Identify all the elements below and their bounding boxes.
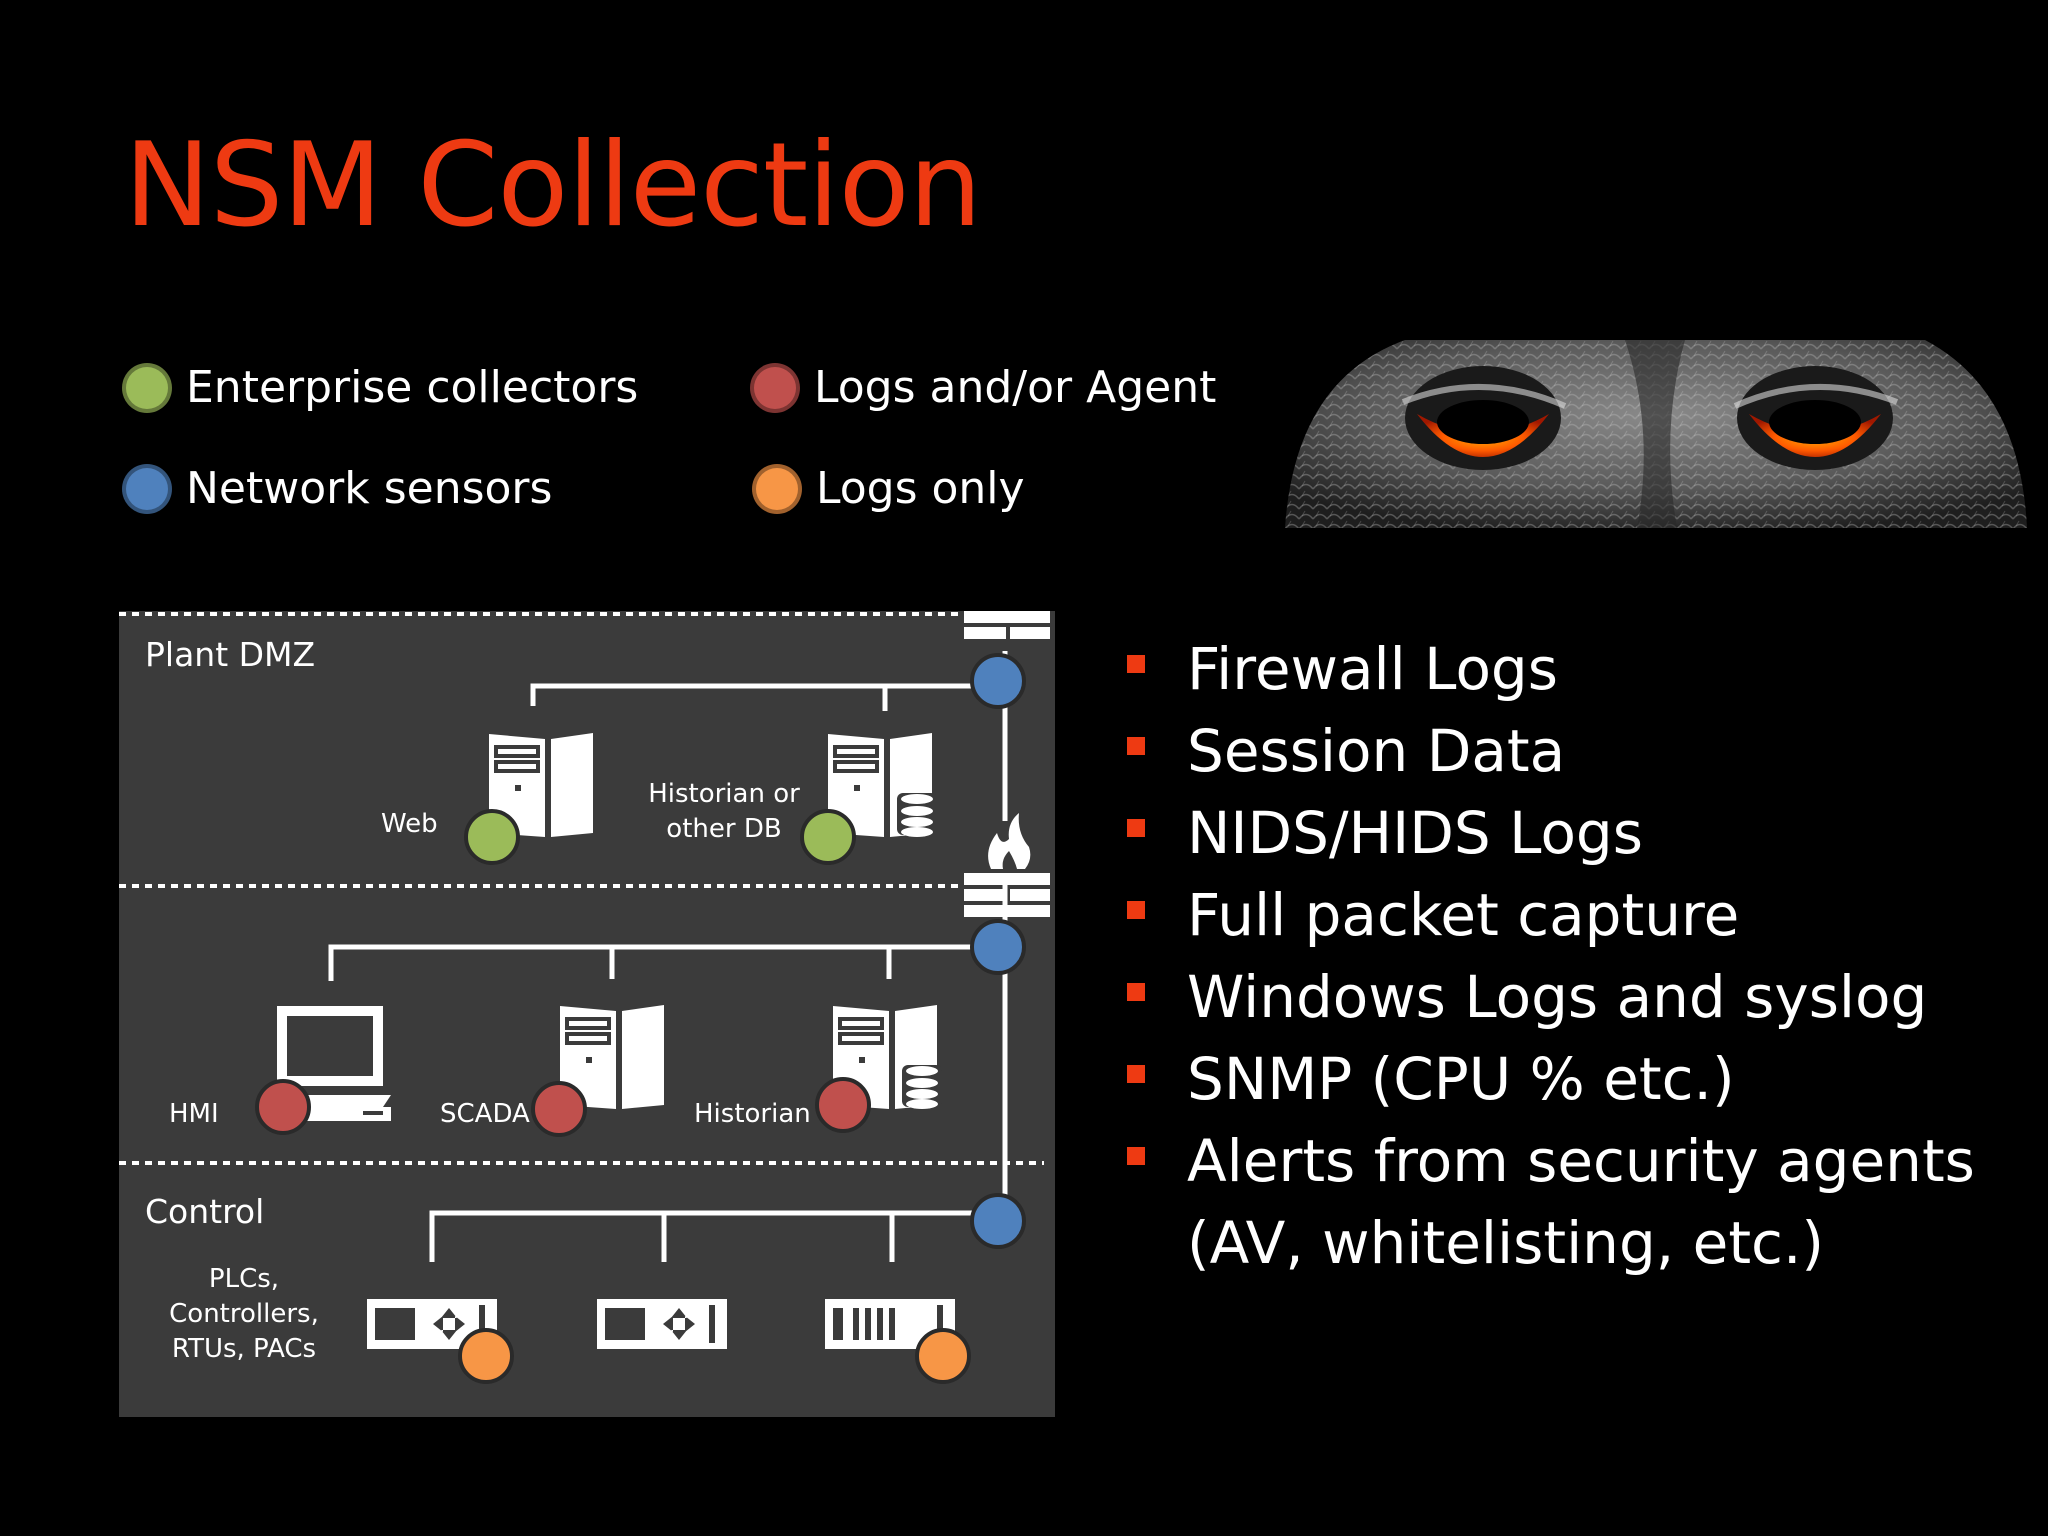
device-label-historian-db: other DB xyxy=(666,814,781,844)
list-item: Session Data xyxy=(1125,710,2025,792)
logs-agent-dot-icon xyxy=(815,1077,871,1133)
red-dot-icon xyxy=(750,362,800,413)
owl-eyes-image xyxy=(1285,340,2027,528)
network-diagram-svg: Plant DMZ Control Web Historian or other… xyxy=(119,611,1055,1417)
logs-only-dot-icon xyxy=(915,1328,971,1384)
device-label-web: Web xyxy=(381,809,438,839)
blue-dot-icon xyxy=(122,463,172,514)
network-sensor-dot-icon xyxy=(970,1193,1026,1249)
bullet-text-continuation: (AV, whitelisting, etc.) xyxy=(1187,1209,1825,1277)
control-bus-line xyxy=(429,1210,1003,1262)
list-item: Firewall Logs xyxy=(1125,628,2025,710)
database-icon xyxy=(897,793,937,837)
bullet-text: Session Data xyxy=(1187,717,1566,785)
device-label-plcs: PLCs, xyxy=(209,1264,279,1294)
green-dot-icon xyxy=(122,362,172,413)
dmz-bus-line xyxy=(530,683,1003,706)
network-diagram: Plant DMZ Control Web Historian or other… xyxy=(119,611,1055,1417)
network-sensor-dot-icon xyxy=(970,653,1026,709)
logs-agent-dot-icon xyxy=(531,1081,587,1137)
list-item: Full packet capture xyxy=(1125,874,2025,956)
bullet-text: Firewall Logs xyxy=(1187,635,1558,703)
legend-item-logs-only: Logs only xyxy=(752,463,1025,514)
slide-title: NSM Collection xyxy=(124,118,982,253)
list-item: Alerts from security agents (AV, whitelis… xyxy=(1125,1120,2025,1284)
legend-item-enterprise-collectors: Enterprise collectors xyxy=(122,362,638,413)
square-bullet-icon xyxy=(1127,1147,1145,1165)
legend-item-network-sensors: Network sensors xyxy=(122,463,552,514)
legend-label: Logs and/or Agent xyxy=(814,362,1217,413)
scada-server-icon xyxy=(560,1005,664,1109)
logs-only-dot-icon xyxy=(458,1328,514,1384)
zone-label-control: Control xyxy=(145,1192,264,1231)
bullet-text: Windows Logs and syslog xyxy=(1187,963,1928,1031)
enterprise-collector-dot-icon xyxy=(464,809,520,865)
logs-agent-dot-icon xyxy=(255,1079,311,1135)
firewall-top-icon xyxy=(964,611,1050,639)
controller-icon xyxy=(597,1299,727,1349)
web-server-icon xyxy=(489,733,593,837)
device-label-historian: Historian xyxy=(694,1099,811,1129)
square-bullet-icon xyxy=(1127,819,1145,837)
square-bullet-icon xyxy=(1127,901,1145,919)
bullet-text: Alerts from security agents xyxy=(1187,1127,1975,1195)
historian-db-server-icon xyxy=(828,733,937,837)
legend-item-logs-agent: Logs and/or Agent xyxy=(750,362,1216,413)
square-bullet-icon xyxy=(1127,1065,1145,1083)
square-bullet-icon xyxy=(1127,737,1145,755)
legend-label: Logs only xyxy=(816,463,1025,514)
square-bullet-icon xyxy=(1127,655,1145,673)
bullet-text: NIDS/HIDS Logs xyxy=(1187,799,1643,867)
nsm-data-types-list: Firewall Logs Session Data NIDS/HIDS Log… xyxy=(1125,628,2025,1284)
device-label-plcs: RTUs, PACs xyxy=(172,1334,316,1364)
device-label-hmi: HMI xyxy=(169,1099,219,1129)
legend-label: Network sensors xyxy=(186,463,553,514)
bullet-text: Full packet capture xyxy=(1187,881,1740,949)
database-icon xyxy=(902,1065,942,1109)
orange-dot-icon xyxy=(752,463,802,514)
enterprise-collector-dot-icon xyxy=(800,809,856,865)
device-label-historian-db: Historian or xyxy=(648,779,800,809)
list-item: SNMP (CPU % etc.) xyxy=(1125,1038,2025,1120)
firewall-middle-icon xyxy=(964,813,1050,917)
list-item: NIDS/HIDS Logs xyxy=(1125,792,2025,874)
zone-label-plant-dmz: Plant DMZ xyxy=(145,635,315,674)
ops-bus-line xyxy=(328,944,1003,981)
network-sensor-dot-icon xyxy=(970,919,1026,975)
legend-label: Enterprise collectors xyxy=(186,362,639,413)
list-item: Windows Logs and syslog xyxy=(1125,956,2025,1038)
device-label-scada: SCADA xyxy=(440,1099,530,1129)
device-label-plcs: Controllers, xyxy=(169,1299,319,1329)
square-bullet-icon xyxy=(1127,983,1145,1001)
bullet-text: SNMP (CPU % etc.) xyxy=(1187,1045,1735,1113)
